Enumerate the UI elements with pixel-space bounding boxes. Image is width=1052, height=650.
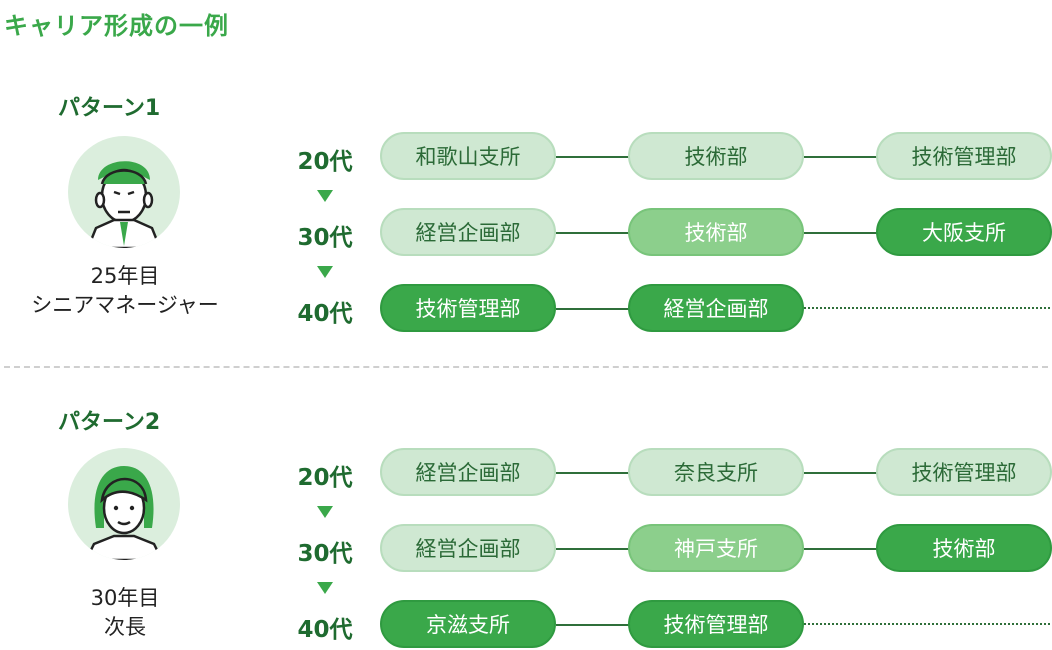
career-stop: 技術部	[628, 208, 804, 256]
connector-line	[804, 232, 878, 234]
age-20s: 20代	[297, 465, 353, 491]
pattern-1-label: パターン1	[58, 96, 161, 121]
pattern-1-role: シニアマネージャー	[31, 293, 219, 317]
avatar-woman	[68, 448, 180, 560]
career-stop: 技術管理部	[876, 132, 1052, 180]
connector-line	[804, 156, 878, 158]
down-arrow-icon	[317, 582, 333, 594]
down-arrow-icon	[317, 190, 333, 202]
career-stop: 技術部	[876, 524, 1052, 572]
connector-line	[804, 548, 878, 550]
connector-line	[556, 232, 630, 234]
career-stop: 京滋支所	[380, 600, 556, 648]
career-stop: 大阪支所	[876, 208, 1052, 256]
connector-line	[804, 472, 878, 474]
avatar-man	[68, 136, 180, 248]
career-stop: 神戸支所	[628, 524, 804, 572]
career-stop: 技術部	[628, 132, 804, 180]
career-stop: 技術管理部	[380, 284, 556, 332]
career-stop: 経営企画部	[380, 208, 556, 256]
age-40s: 40代	[297, 301, 353, 327]
career-stop: 技術管理部	[628, 600, 804, 648]
career-stop: 技術管理部	[876, 448, 1052, 496]
page-title: キャリア形成の一例	[4, 12, 229, 40]
connector-line	[556, 156, 630, 158]
career-stop: 奈良支所	[628, 448, 804, 496]
connector-line	[556, 472, 630, 474]
dotted-continuation-line	[804, 307, 1050, 309]
pattern-2-caption: 30年目 次長	[0, 584, 250, 642]
pattern-2-label: パターン2	[58, 410, 161, 435]
down-arrow-icon	[317, 266, 333, 278]
age-40s: 40代	[297, 617, 353, 643]
dotted-continuation-line	[804, 623, 1050, 625]
down-arrow-icon	[317, 506, 333, 518]
connector-line	[556, 548, 630, 550]
age-30s: 30代	[297, 225, 353, 251]
pattern-1-caption: 25年目 シニアマネージャー	[0, 262, 250, 320]
age-30s: 30代	[297, 541, 353, 567]
section-divider	[4, 366, 1048, 368]
connector-line	[556, 624, 630, 626]
connector-line	[556, 308, 630, 310]
age-20s: 20代	[297, 149, 353, 175]
pattern-2-role: 次長	[104, 615, 146, 639]
career-stop: 和歌山支所	[380, 132, 556, 180]
career-stop: 経営企画部	[628, 284, 804, 332]
career-stop: 経営企画部	[380, 448, 556, 496]
career-stop: 経営企画部	[380, 524, 556, 572]
pattern-1-years: 25年目	[90, 264, 160, 288]
pattern-2-years: 30年目	[90, 586, 160, 610]
